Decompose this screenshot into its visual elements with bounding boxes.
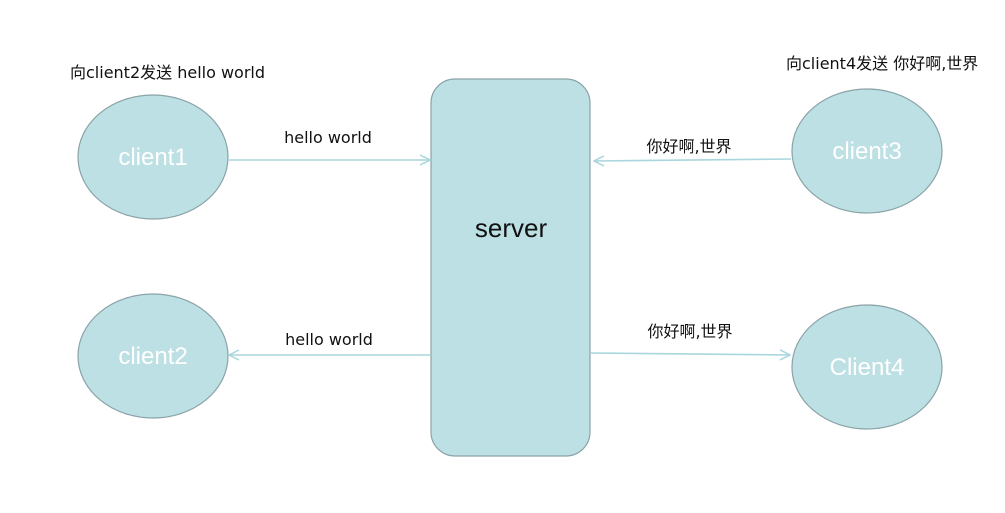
client1-label: client1 [118, 144, 187, 171]
client2-label: client2 [118, 343, 187, 370]
client3-node[interactable]: client3 [791, 88, 943, 214]
client4-node[interactable]: Client4 [791, 304, 943, 430]
client4-ellipse [791, 304, 943, 430]
server-box [430, 78, 591, 457]
client2-node[interactable]: client2 [77, 293, 229, 419]
client3-label: client3 [832, 138, 901, 165]
edge-server-to-client4 [590, 353, 790, 355]
edge-client3-to-server [594, 159, 792, 161]
note-client3: 向client4发送 你好啊,世界 [786, 54, 978, 73]
client1-ellipse [77, 94, 229, 220]
edge-label-server-client2: hello world [285, 330, 373, 349]
edge-label-client1-server: hello world [284, 128, 372, 147]
client1-node[interactable]: client1 [77, 94, 229, 220]
note-client1: 向client2发送 hello world [70, 63, 265, 82]
client4-label: Client4 [830, 354, 905, 381]
client3-ellipse [791, 88, 943, 214]
server-node[interactable]: server [430, 78, 591, 457]
server-label: server [475, 213, 548, 243]
edge-label-server-client4: 你好啊,世界 [647, 322, 732, 341]
edge-label-client3-server: 你好啊,世界 [646, 137, 731, 156]
